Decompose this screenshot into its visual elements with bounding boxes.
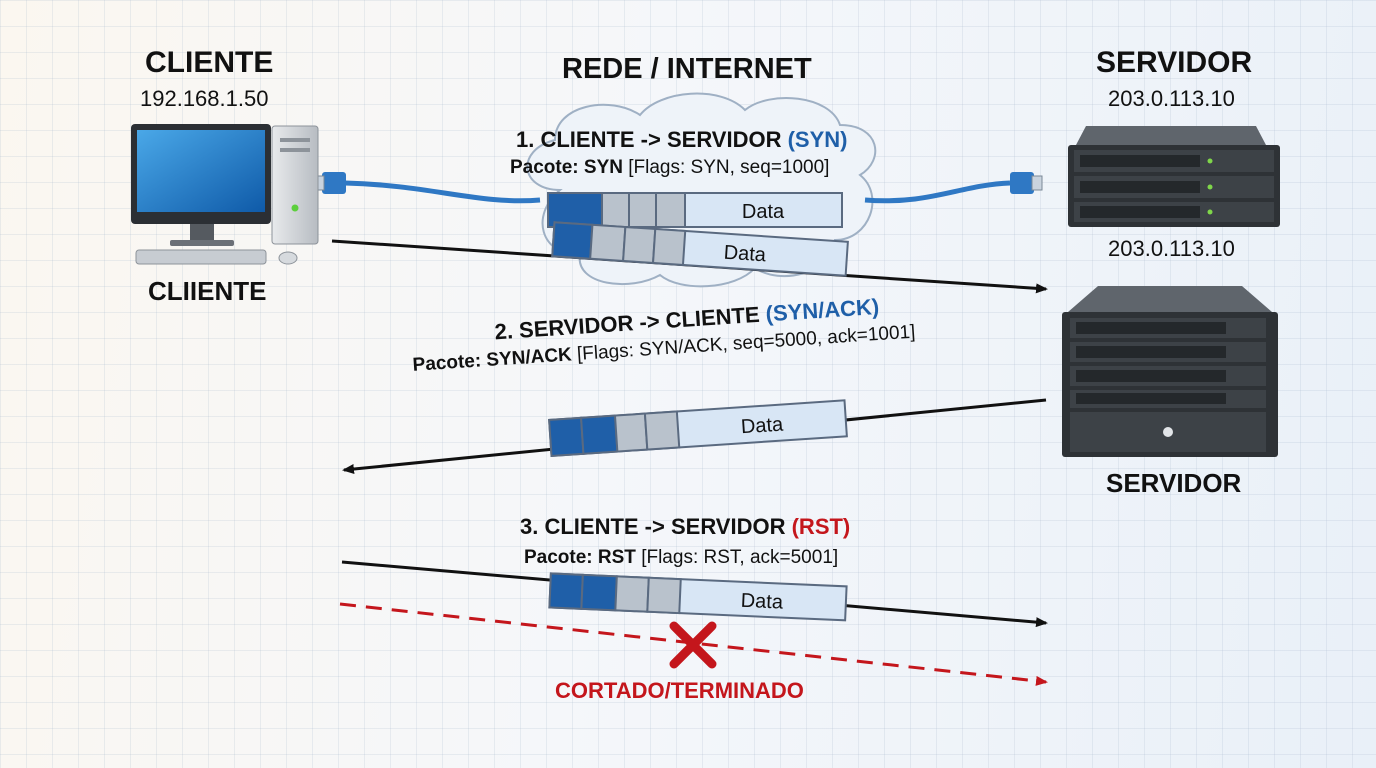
step-3-direction: 3. CLIENTE -> SERVIDOR (520, 514, 792, 539)
step-1-packet: Pacote: SYN [Flags: SYN, seq=1000] (510, 157, 829, 179)
terminated-label: CORTADO/TERMINADO (555, 678, 804, 703)
packet-rst: Data (548, 572, 848, 622)
server-rack-icon (1068, 126, 1280, 227)
step-1-title: 1. CLIENTE -> SERVIDOR (SYN) (516, 127, 848, 153)
step-3-packet: Pacote: RST [Flags: RST, ack=5001] (524, 547, 838, 569)
step-3-flag: (RST) (791, 514, 851, 539)
terminated-arrow (339, 602, 1048, 686)
rj45-connector-icon (322, 172, 346, 194)
server-title: SERVIDOR (1096, 46, 1253, 79)
step-1-packet-name: Pacote: SYN (510, 157, 623, 178)
packet-data-label: Data (740, 590, 784, 614)
client-label: CLIIENTE (148, 276, 267, 306)
network-cable (313, 172, 1043, 204)
step-3-packet-name: Pacote: RST (524, 547, 636, 568)
client-ip: 192.168.1.50 (140, 86, 269, 111)
close-x-icon (669, 621, 717, 669)
server-ip: 203.0.113.10 (1108, 86, 1235, 111)
step-3-packet-detail: [Flags: RST, ack=5001] (635, 547, 839, 568)
packet-data-label: Data (742, 201, 785, 223)
packet-syn: Data (547, 192, 843, 228)
client-title: CLIENTE (145, 46, 274, 79)
step-3-title: 3. CLIENTE -> SERVIDOR (RST) (520, 514, 850, 540)
computer-icon (131, 124, 319, 265)
network-title: REDE / INTERNET (562, 53, 812, 85)
packet-data-label: Data (740, 413, 784, 438)
step-1-direction: 1. CLIENTE -> SERVIDOR (516, 127, 788, 152)
step-1-packet-detail: [Flags: SYN, seq=1000] (622, 157, 830, 178)
server-ip-secondary: 203.0.113.10 (1108, 236, 1235, 261)
rj45-connector-icon (1010, 172, 1034, 194)
server-label: SERVIDOR (1106, 468, 1242, 498)
packet-syn-ack: Data (548, 399, 848, 457)
packet-data-label: Data (723, 242, 767, 267)
server-rack-icon (1062, 286, 1278, 457)
step-1-flag: (SYN) (787, 127, 848, 152)
packet-syn-echo: Data (551, 221, 849, 277)
